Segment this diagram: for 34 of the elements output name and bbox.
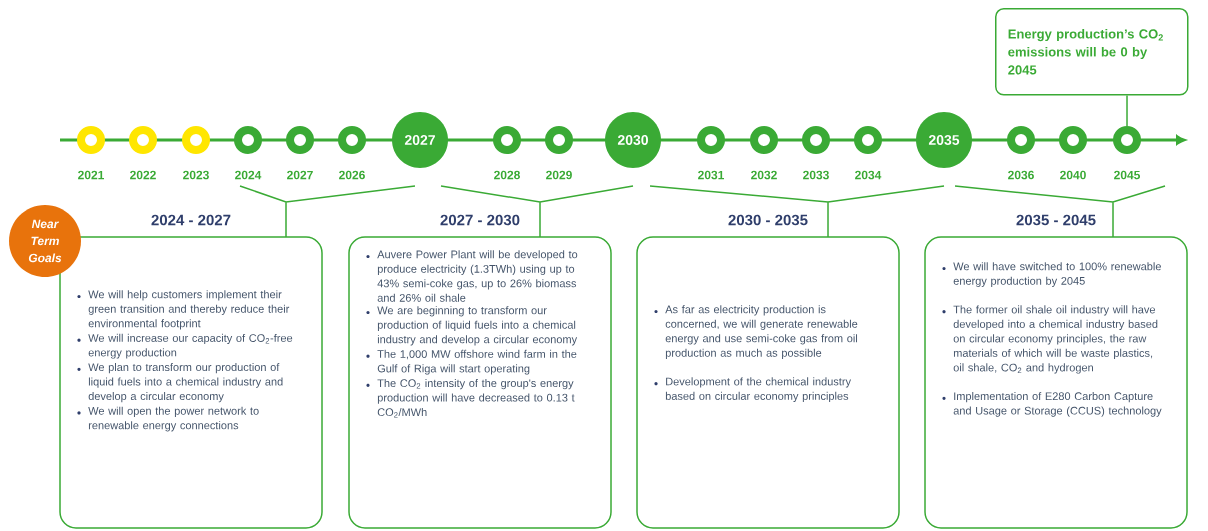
bullet-point: The former oil shale oil industry will have developed into a chemical industry based on circular economy principles, the raw materials of which will be waste plastics, oil shale, CO$_{2}$ and hydrogen bbox=[942, 305, 1158, 374]
bullet-point: The CO$_{2}$ intensity of the group's energy production will have decreased to 0.13 t CO$_{2}$/MWh bbox=[366, 379, 575, 418]
bullet-point: As far as electricity production is concerned, we will generate renewable energy and use semi-coke gas from oil production as much as possible bbox=[654, 305, 858, 359]
bullet-point: We will increase our capacity of CO$_{2}$-free energy production bbox=[77, 333, 293, 359]
goal-badge: Near Term Goals bbox=[9, 205, 81, 277]
year-label: 2040 bbox=[1060, 170, 1086, 180]
year-label: 2026 bbox=[339, 170, 365, 180]
year-label: 2029 bbox=[546, 170, 572, 180]
connector-line bbox=[1126, 94, 1128, 127]
bullet-point: Auvere Power Plant will be developed to produce electricity (1.3TWh) using up to 43% semi-coke gas, up to 26% biomass and 26% oil shale bbox=[366, 250, 578, 302]
period-heading: 2024 - 2027 bbox=[151, 214, 231, 226]
year-label: 2028 bbox=[494, 170, 520, 180]
period-heading: 2027 - 2030 bbox=[440, 214, 520, 226]
callout-box: Energy production’s CO$_{2}$ emissions will be 0 by 2045 bbox=[995, 8, 1189, 96]
year-label: 2032 bbox=[751, 170, 777, 180]
period-heading: 2035 - 2045 bbox=[1016, 214, 1096, 226]
year-label: 2022 bbox=[130, 170, 156, 180]
bullet-point: We are beginning to transform our production of liquid fuels into a chemical industry and develop a circular economy bbox=[366, 306, 578, 346]
year-label: 2045 bbox=[1114, 170, 1140, 180]
year-label: 2031 bbox=[698, 170, 724, 180]
bullet-point: Development of the chemical industry based on circular economy principles bbox=[654, 377, 851, 403]
bullet-point: Implementation of E280 Carbon Capture and Usage or Storage (CCUS) technology bbox=[942, 392, 1162, 417]
year-label: 2021 bbox=[78, 170, 104, 180]
period-heading: 2030 - 2035 bbox=[728, 214, 808, 226]
year-label: 2027 bbox=[287, 170, 313, 180]
bullet-point: We will help customers implement their green transition and thereby reduce their environmental footprint bbox=[77, 290, 290, 330]
bullet-point: We will open the power network to renewable energy connections bbox=[77, 406, 259, 432]
year-label: 2033 bbox=[803, 170, 829, 180]
year-label: 2036 bbox=[1008, 170, 1034, 180]
year-label: 2024 bbox=[235, 170, 262, 180]
bullet-point: We plan to transform our production of liquid fuels into a chemical industry and develop a circular economy bbox=[77, 363, 283, 403]
year-label: 2023 bbox=[183, 170, 209, 180]
bullet-point: We will have switched to 100% renewable energy production by 2045 bbox=[942, 262, 1161, 287]
year-label: 2034 bbox=[855, 170, 882, 180]
